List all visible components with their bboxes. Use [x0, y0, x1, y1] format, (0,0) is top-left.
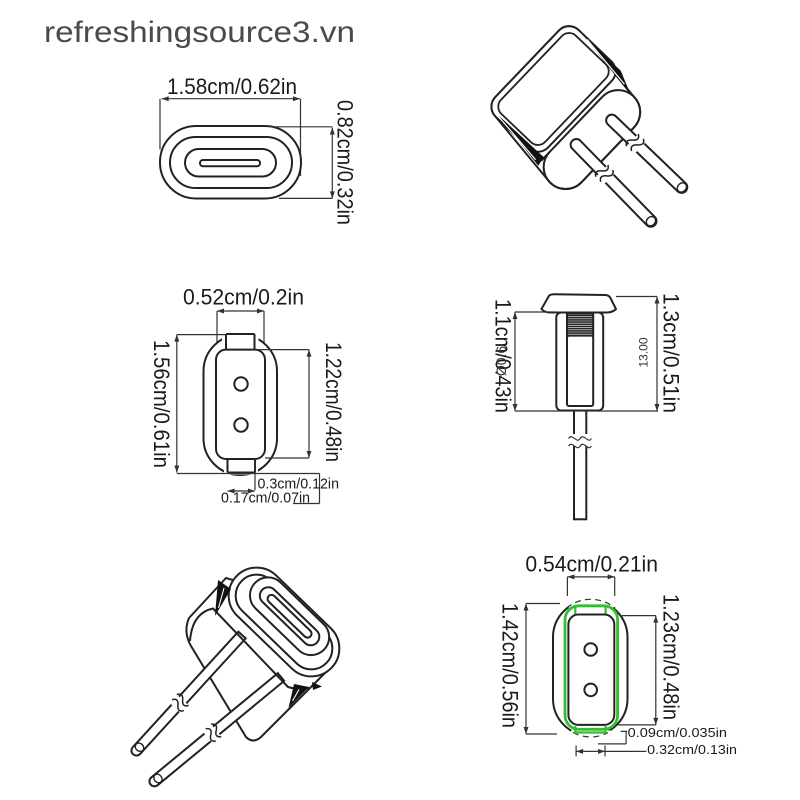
svg-text:1.58cm/0.62in: 1.58cm/0.62in — [167, 74, 297, 99]
svg-text:1.22cm/0.48in: 1.22cm/0.48in — [321, 342, 346, 462]
svg-text:0.54cm/0.21in: 0.54cm/0.21in — [525, 552, 658, 577]
svg-text:1.42cm/0.56in: 1.42cm/0.56in — [498, 603, 523, 728]
svg-text:0.82cm/0.32in: 0.82cm/0.32in — [333, 100, 358, 225]
svg-text:1.56cm/0.61in: 1.56cm/0.61in — [149, 340, 174, 468]
svg-text:0.32cm/0.13in: 0.32cm/0.13in — [647, 742, 737, 757]
svg-text:0.09cm/0.035in: 0.09cm/0.035in — [628, 725, 727, 740]
svg-text:1.23cm/0.48in: 1.23cm/0.48in — [659, 594, 684, 720]
svg-text:Ø0.6: Ø0.6 — [493, 346, 509, 377]
svg-text:1.1cm/0.43in: 1.1cm/0.43in — [491, 299, 516, 413]
svg-text:1.3cm/0.51in: 1.3cm/0.51in — [659, 293, 684, 413]
svg-text:0.3cm/0.12in: 0.3cm/0.12in — [258, 476, 340, 493]
svg-text:13.00: 13.00 — [637, 337, 651, 367]
svg-text:0.52cm/0.2in: 0.52cm/0.2in — [183, 285, 304, 310]
svg-text:0.17cm/0.07in: 0.17cm/0.07in — [221, 490, 310, 507]
svg-text:refreshingsource3.vn: refreshingsource3.vn — [44, 16, 355, 49]
